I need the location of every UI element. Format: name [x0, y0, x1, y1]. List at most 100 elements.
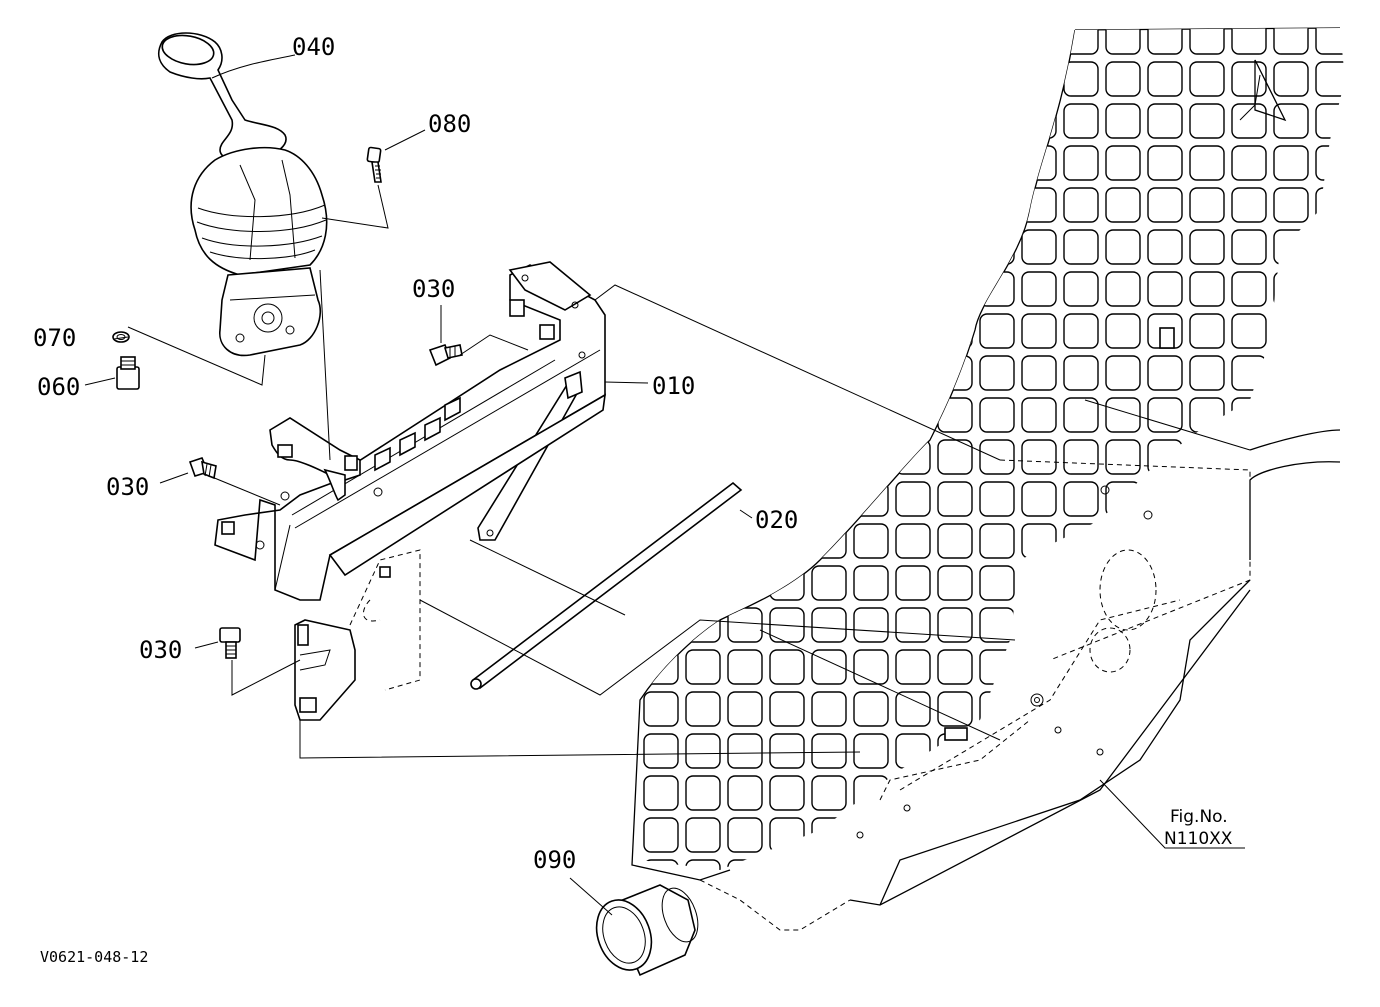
grid-cell: [895, 61, 931, 97]
grid-cell: [937, 817, 973, 853]
grid-cell: [811, 61, 847, 97]
grid-cell: [1231, 775, 1267, 811]
grid-cell: [1063, 28, 1099, 55]
grid-cell: [602, 440, 636, 474]
grid-cell: [685, 28, 721, 55]
grid-cell: [1063, 523, 1099, 559]
grid-cell: [1105, 61, 1141, 97]
grid-cell: [979, 859, 1015, 870]
grid-cell: [685, 649, 721, 685]
grid-cell: [1189, 397, 1225, 433]
figure-reference-line1: Fig.No.: [1170, 807, 1228, 827]
grid-cell: [1315, 28, 1345, 55]
grid-cell: [769, 691, 805, 727]
grid-cell: [1189, 355, 1225, 391]
label-040: 040: [292, 33, 335, 61]
grid-cell: [602, 986, 636, 1002]
grid-cell: [1315, 145, 1345, 181]
grid-cell: [643, 481, 679, 517]
grid-cell: [643, 607, 679, 643]
grid-cell: [602, 776, 636, 810]
grid-cell: [1274, 986, 1308, 1002]
grid-cell: [1189, 565, 1225, 601]
grid-cell: [895, 565, 931, 601]
grid-cell: [1189, 523, 1225, 559]
grid-cell: [812, 902, 846, 936]
bolt-030-top-part: [428, 343, 463, 367]
grid-cell: [1147, 355, 1183, 391]
grid-cell: [853, 775, 889, 811]
grid-mesh: [560, 28, 1380, 1002]
grid-cell: [937, 481, 973, 517]
grid-cell: [643, 397, 679, 433]
grid-cell: [1358, 734, 1380, 768]
grid-cell: [1147, 733, 1183, 769]
grid-cell: [1021, 565, 1057, 601]
grid-cell: [980, 944, 1014, 978]
grid-cell: [727, 859, 763, 870]
label-030-middle: 030: [106, 473, 149, 501]
grid-cell: [1063, 61, 1099, 97]
grid-cell: [1063, 565, 1099, 601]
grid-cell: [727, 28, 763, 55]
grid-cell: [1105, 607, 1141, 643]
grid-cell: [686, 944, 720, 978]
grid-cell: [1063, 313, 1099, 349]
grid-cell: [1273, 733, 1309, 769]
grid-cell: [1021, 28, 1057, 55]
grid-cell: [602, 398, 636, 432]
grid-cell: [1273, 229, 1309, 265]
grid-cell: [643, 649, 679, 685]
grid-cell: [727, 691, 763, 727]
grid-cell: [728, 902, 762, 936]
grid-cell: [1147, 439, 1183, 475]
grid-cell: [811, 145, 847, 181]
grid-cell: [1063, 481, 1099, 517]
grid-cell: [937, 523, 973, 559]
grid-cell: [769, 28, 805, 55]
grid-cell: [728, 944, 762, 978]
grid-cell: [1231, 229, 1267, 265]
grid-cell: [1021, 145, 1057, 181]
leader-lines: [84, 54, 1245, 916]
grid-cell: [643, 229, 679, 265]
grid-cell: [560, 440, 594, 474]
grid-cell: [1273, 691, 1309, 727]
grid-cell: [770, 902, 804, 936]
drawing-code: V0621-048-12: [40, 948, 148, 966]
grid-cell: [1316, 944, 1350, 978]
grid-cell: [1358, 62, 1380, 96]
grid-cell: [685, 565, 721, 601]
label-020: 020: [755, 506, 798, 534]
grid-cell: [938, 902, 972, 936]
fitting-060-part: [116, 356, 140, 390]
grid-cell: [1021, 775, 1057, 811]
grid-cell: [685, 775, 721, 811]
grid-cell: [1063, 145, 1099, 181]
grid-cell: [1273, 397, 1309, 433]
grid-cell: [854, 986, 888, 1002]
grid-cell: [1063, 439, 1099, 475]
grid-cell: [1022, 986, 1056, 1002]
grid-cell: [769, 397, 805, 433]
grid-cell: [1189, 691, 1225, 727]
grid-cell: [1273, 607, 1309, 643]
grid-cell: [643, 775, 679, 811]
grid-cell: [1190, 944, 1224, 978]
part-labels: 040 080 030 070 060 010 030 020 030 090 …: [33, 33, 1233, 966]
grid-cell: [1021, 649, 1057, 685]
grid-cell: [1315, 607, 1345, 643]
grid-cell: [811, 397, 847, 433]
grid-cell: [853, 439, 889, 475]
grid-cell: [727, 229, 763, 265]
grid-cell: [853, 61, 889, 97]
grid-cell: [1358, 818, 1380, 852]
grid-cell: [979, 607, 1015, 643]
grid-cell: [1021, 439, 1057, 475]
grid-cell: [811, 28, 847, 55]
grid-cell: [853, 397, 889, 433]
grid-cell: [853, 145, 889, 181]
grid-cell: [1231, 271, 1267, 307]
grid-cell: [1189, 103, 1225, 139]
grid-cell: [853, 607, 889, 643]
